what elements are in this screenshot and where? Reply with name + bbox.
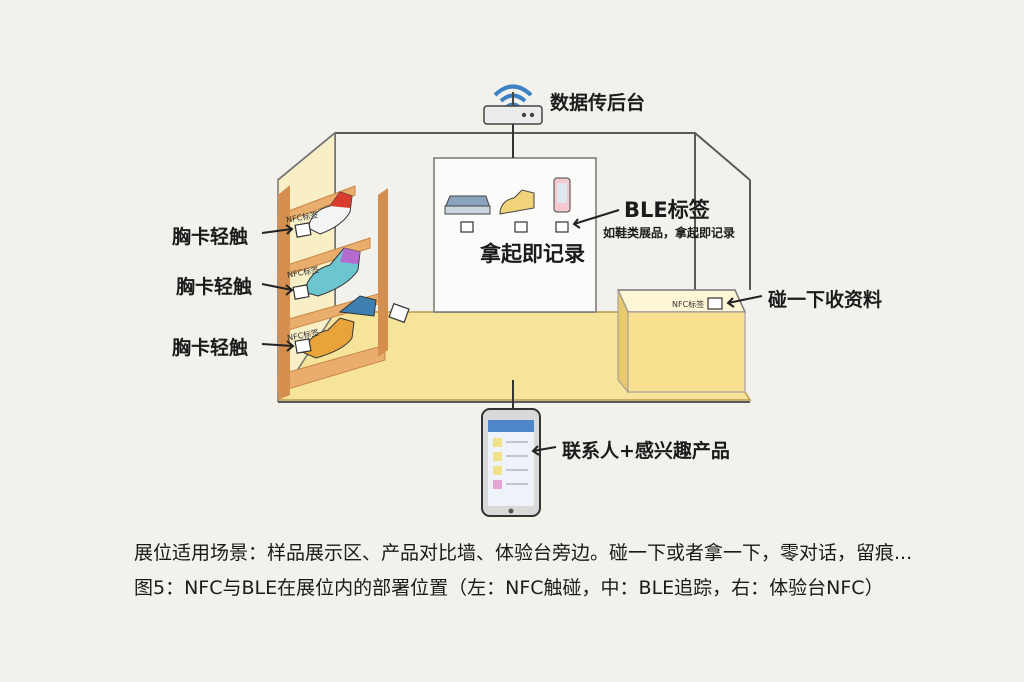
- sneaker-lower: [338, 295, 377, 317]
- back-panel: [433, 157, 597, 313]
- figure-caption: 图5：NFC与BLE在展位内的部署位置（左：NFC触碰，中：BLE追踪，右：体验…: [134, 577, 884, 599]
- back-panel-tags: [460, 221, 569, 233]
- counter-tag: NFC标签: [672, 300, 705, 309]
- router-icon: [483, 84, 543, 125]
- phone-icon: [481, 408, 541, 517]
- sneaker-middle: [303, 247, 361, 297]
- router-label: 数据传后台: [550, 92, 646, 114]
- arrows: [261, 209, 763, 456]
- pickup-label: 拿起即记录: [480, 242, 585, 266]
- counter-label: 碰一下收资料: [768, 289, 883, 311]
- shelf-label-middle: 胸卡轻触: [176, 276, 253, 298]
- experience-counter: [616, 289, 747, 394]
- shelf-label-top: 胸卡轻触: [172, 226, 249, 248]
- caption-line-1: 展位适用场景：样品展示区、产品对比墙、体验台旁边。碰一下或者拿一下，零对话，留痕…: [134, 542, 913, 564]
- shelf-label-bottom: 胸卡轻触: [172, 337, 249, 359]
- shelf-nfc-tags: [292, 222, 410, 354]
- back-panel-products: [444, 177, 571, 215]
- ble-note: 如鞋类展品，拿起即记录: [603, 226, 736, 240]
- sneaker-top: [307, 191, 353, 235]
- phone-label: 联系人+感兴趣产品: [562, 440, 730, 462]
- ble-label: BLE标签: [624, 198, 710, 222]
